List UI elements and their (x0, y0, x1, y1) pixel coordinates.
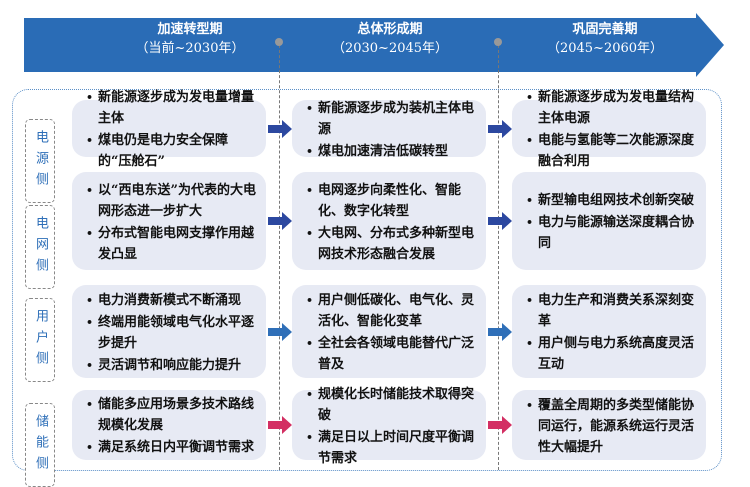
bullet-item: 新能源逐步成为发电量结构主体电源 (526, 87, 698, 129)
bullet-item: 用户侧与电力系统高度灵活互动 (526, 333, 698, 375)
phase-title: 巩固完善期 (572, 22, 638, 37)
bullet-item: 终端用能领域电气化水平逐步提升 (86, 312, 258, 354)
bullet-item: 覆盖全周期的多类型储能协同运行，能源系统运行灵活性大幅提升 (526, 395, 698, 458)
progression-arrow-icon (488, 416, 512, 434)
phase-title: 加速转型期 (157, 22, 223, 37)
grid-phase-3-box: 新型输电组网技术创新突破电力与能源输送深度耦合协同 (512, 172, 706, 270)
bullet-item: 电能与氢能等二次能源深度融合利用 (526, 130, 698, 172)
phase-period: （2030~2045年） (331, 41, 449, 56)
bullet-item: 规模化长时储能技术取得突破 (306, 384, 478, 426)
stages-container (12, 89, 722, 471)
bullet-item: 灵活调节和响应能力提升 (86, 355, 258, 376)
bullet-item: 电网逐步向柔性化、智能化、数字化转型 (306, 180, 478, 222)
phase-marker-dot (275, 38, 283, 46)
bullet-item: 煤电仍是电力安全保障的“压舱石” (86, 130, 258, 172)
phase-period: （当前~2030年） (135, 41, 245, 56)
bullet-item: 以“西电东送”为代表的大电网形态进一步扩大 (86, 180, 258, 222)
phase-1-header: 加速转型期 （当前~2030年） (90, 20, 290, 58)
storage-phase-1-box: 储能多应用场景多技术路线规模化发展满足系统日内平衡调节需求 (72, 390, 266, 460)
bullet-item: 电力与能源输送深度耦合协同 (526, 212, 698, 254)
bullet-item: 储能多应用场景多技术路线规模化发展 (86, 394, 258, 436)
row-label-text: 用户侧 (33, 308, 48, 372)
grid-phase-2-box: 电网逐步向柔性化、智能化、数字化转型大电网、分布式多种新型电网技术形态融合发展 (292, 172, 486, 270)
power-source-phase-3-box: 新能源逐步成为发电量结构主体电源电能与氢能等二次能源深度融合利用 (512, 87, 706, 169)
phase-divider (498, 40, 499, 470)
user-phase-1-box: 电力消费新模式不断涌现终端用能领域电气化水平逐步提升灵活调节和响应能力提升 (72, 285, 266, 378)
phase-title: 总体形成期 (357, 22, 423, 37)
bullet-item: 分布式智能电网支撑作用越发凸显 (86, 223, 258, 265)
phase-period: （2045~2060年） (546, 41, 664, 56)
bullet-item: 新能源逐步成为发电量增量主体 (86, 87, 258, 129)
row-label-storage: 储能侧 (25, 403, 55, 487)
grid-phase-1-box: 以“西电东送”为代表的大电网形态进一步扩大分布式智能电网支撑作用越发凸显 (72, 172, 266, 270)
progression-arrow-icon (488, 212, 512, 230)
phase-marker-dot (494, 38, 502, 46)
user-phase-2-box: 用户侧低碳化、电气化、灵活化、智能化变革全社会各领域电能替代广泛普及 (292, 285, 486, 378)
row-label-grid: 电网侧 (25, 205, 55, 289)
progression-arrow-icon (488, 119, 512, 138)
bullet-item: 煤电加速清洁低碳转型 (306, 141, 478, 162)
power-source-phase-1-box: 新能源逐步成为发电量增量主体煤电仍是电力安全保障的“压舱石” (72, 87, 266, 169)
user-phase-3-box: 电力生产和消费关系深刻变革用户侧与电力系统高度灵活互动 (512, 285, 706, 378)
bullet-item: 新型输电组网技术创新突破 (526, 190, 698, 211)
timeline-banner-arrow (24, 13, 724, 77)
progression-arrow-icon (268, 119, 292, 138)
row-label-text: 电源侧 (33, 129, 48, 193)
bullet-item: 电力生产和消费关系深刻变革 (526, 290, 698, 332)
power-source-phase-2-box: 新能源逐步成为装机主体电源煤电加速清洁低碳转型 (292, 98, 486, 162)
bullet-item: 全社会各领域电能替代广泛普及 (306, 333, 478, 375)
bullet-item: 新能源逐步成为装机主体电源 (306, 98, 478, 140)
row-label-user: 用户侧 (25, 298, 55, 382)
bullet-item: 满足日以上时间尺度平衡调节需求 (306, 427, 478, 469)
phase-2-header: 总体形成期 （2030~2045年） (290, 20, 490, 58)
bullet-item: 大电网、分布式多种新型电网技术形态融合发展 (306, 223, 478, 265)
row-label-text: 电网侧 (33, 215, 48, 279)
storage-phase-2-box: 规模化长时储能技术取得突破满足日以上时间尺度平衡调节需求 (292, 384, 486, 466)
row-label-text: 储能侧 (33, 413, 48, 477)
storage-phase-3-box: 覆盖全周期的多类型储能协同运行，能源系统运行灵活性大幅提升 (512, 390, 706, 460)
progression-arrow-icon (268, 212, 292, 230)
bullet-item: 用户侧低碳化、电气化、灵活化、智能化变革 (306, 290, 478, 332)
progression-arrow-icon (268, 416, 292, 434)
bullet-item: 电力消费新模式不断涌现 (86, 290, 258, 311)
row-label-power-source: 电源侧 (25, 119, 55, 203)
progression-arrow-icon (268, 322, 292, 341)
progression-arrow-icon (488, 322, 512, 341)
phase-3-header: 巩固完善期 （2045~2060年） (505, 20, 705, 58)
phase-divider (279, 40, 280, 470)
bullet-item: 满足系统日内平衡调节需求 (86, 437, 258, 458)
